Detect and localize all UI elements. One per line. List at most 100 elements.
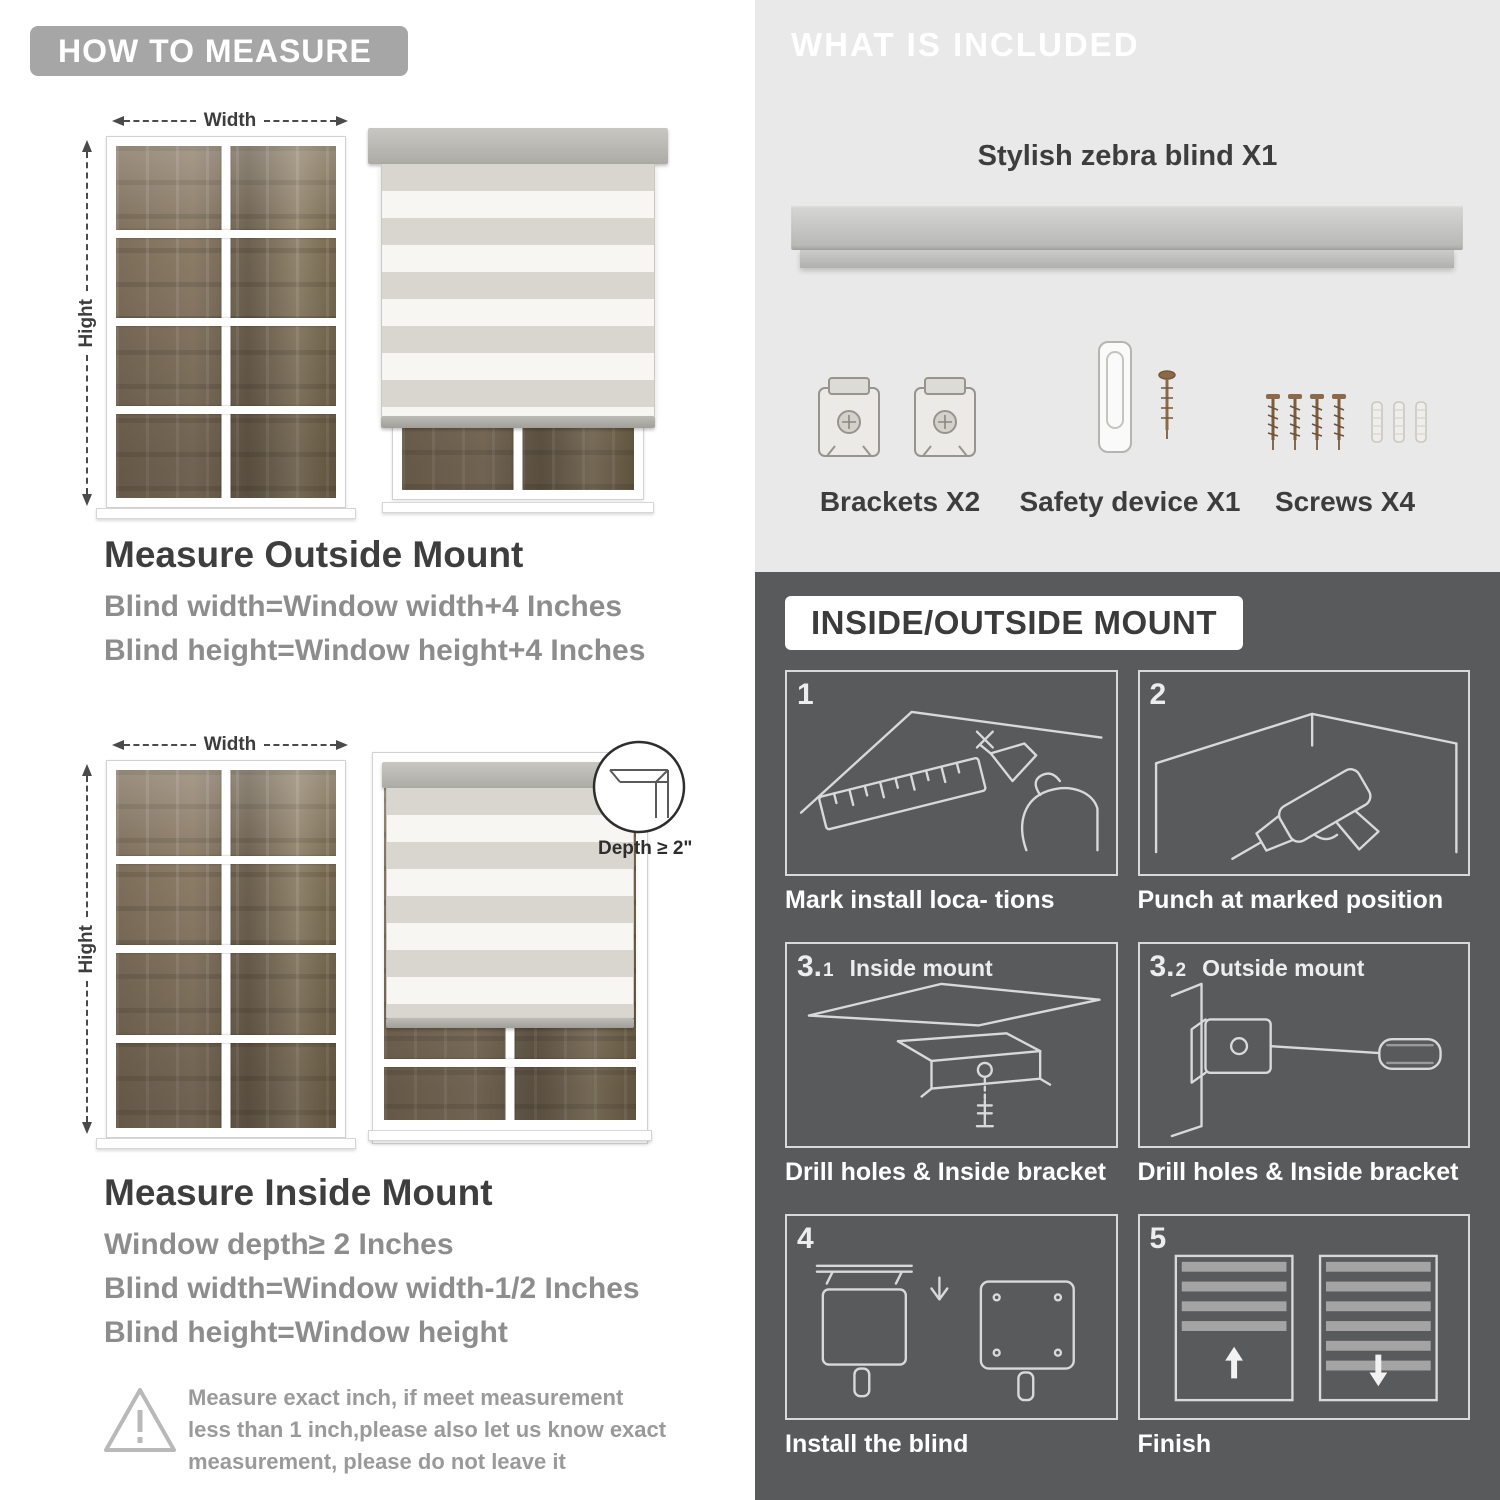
arrow-head-icon <box>82 1122 92 1135</box>
what-is-included-section: WHAT IS INCLUDED Stylish zebra blind X1 <box>755 0 1500 572</box>
screws-icon <box>1264 392 1427 452</box>
step-number: 3. 1 Inside mount <box>797 952 1106 982</box>
step-5: 5 <box>1137 1214 1470 1460</box>
screws-label: Screws X4 <box>1274 486 1416 517</box>
window-illustration <box>106 136 346 508</box>
arrow-head-icon <box>336 116 348 126</box>
window-muntin <box>116 945 336 953</box>
step-caption: Drill holes & Inside bracket <box>1137 1158 1459 1186</box>
inside-outside-mount-header: INSIDE/OUTSIDE MOUNT <box>785 596 1244 650</box>
drill-illustration <box>1154 712 1458 861</box>
step-panel-title: Outside mount <box>1202 955 1365 981</box>
blind-stripes <box>386 788 634 1018</box>
step-caption: Install the blind <box>785 1430 969 1458</box>
arrow-dash <box>264 744 336 746</box>
arrow-dash <box>86 776 88 917</box>
arrow-head-icon <box>82 764 92 776</box>
hight-label: Hight <box>76 298 97 348</box>
window-muntin <box>116 855 336 864</box>
step-3-1: 3. 1 Inside mount <box>785 942 1118 1188</box>
step-number-main: 1 <box>797 678 814 711</box>
arrow-head-icon <box>336 740 348 750</box>
blind-label: Stylish zebra blind X1 <box>977 140 1278 172</box>
step-number: 5 <box>1150 1224 1459 1254</box>
step-panel: 2 <box>1137 670 1470 876</box>
inside-mount-line: Blind width=Window width-1/2 Inches <box>104 1272 640 1305</box>
step-number-main: 2 <box>1149 678 1167 711</box>
step-number: 3. 2 Outside mount <box>1150 952 1459 982</box>
steps-grid: 1 <box>785 670 1470 1460</box>
outside-bracket-illustration <box>1170 982 1442 1138</box>
step-number: 2 <box>1150 680 1459 710</box>
inside-bracket-illustration <box>807 982 1101 1128</box>
window-photo <box>116 146 336 498</box>
step-caption: Drill holes & Inside bracket <box>785 1158 1106 1186</box>
step-2: 2 <box>1137 670 1470 916</box>
mount-instructions-section: INSIDE/OUTSIDE MOUNT 1 <box>755 572 1500 1500</box>
arrow-head-icon <box>112 740 124 750</box>
height-arrow: Hight <box>76 764 97 1135</box>
arrow-dash <box>124 120 196 122</box>
inside-mount-line: Window depth≥ 2 Inches <box>104 1228 454 1261</box>
step-number-main: 5 <box>1149 1222 1167 1255</box>
arrow-head-icon <box>112 116 124 126</box>
outside-mount-line: Blind height=Window height+4 Inches <box>104 634 646 667</box>
what-is-included-header: WHAT IS INCLUDED <box>791 26 1140 63</box>
blind-headrail <box>368 128 668 164</box>
window-muntin <box>116 318 336 326</box>
window-muntin <box>116 1034 336 1043</box>
hight-label: Hight <box>76 924 97 974</box>
window-sill <box>368 1130 652 1141</box>
step-number-sub: 1 <box>823 960 834 981</box>
zebra-blind-inside-illustration <box>368 752 652 1144</box>
how-to-measure-header: HOW TO MEASURE <box>30 26 408 76</box>
step-panel: 3. 2 Outside mount <box>1137 942 1470 1148</box>
arrow-dash <box>86 152 88 291</box>
arrow-dash <box>264 120 336 122</box>
arrow-head-icon <box>82 494 92 507</box>
window-muntin <box>116 230 336 238</box>
inside-mount-title: Measure Inside Mount <box>104 1172 493 1213</box>
finish-illustration <box>1174 1254 1438 1402</box>
depth-detail-circle <box>590 738 688 841</box>
outside-mount-line: Blind width=Window width+4 Inches <box>104 590 623 623</box>
step-panel-title: Inside mount <box>849 955 993 981</box>
blind-bottom-rail <box>381 416 655 428</box>
width-label: Width <box>203 110 257 131</box>
depth-label: Depth ≥ 2" <box>598 838 693 859</box>
width-arrow: Width <box>112 734 348 755</box>
window-photo <box>116 770 336 1128</box>
step-panel: 3. 1 Inside mount <box>785 942 1118 1148</box>
window-muntin <box>384 1059 636 1068</box>
safety-device-label: Safety device X1 <box>1019 486 1241 517</box>
step-number: 4 <box>797 1224 1106 1254</box>
arrow-dash <box>124 744 196 746</box>
zebra-blind-headrail-image <box>791 204 1463 270</box>
step-number-main: 4 <box>797 1222 814 1255</box>
window-muntin <box>116 406 336 414</box>
inside-mount-line: Blind height=Window height <box>104 1316 508 1349</box>
step-3-2: 3. 2 Outside mount <box>1137 942 1470 1188</box>
step-panel: 4 <box>785 1214 1118 1420</box>
mark-locations-illustration <box>799 710 1103 852</box>
blind-stripes <box>381 164 655 416</box>
width-arrow: Width <box>112 110 348 131</box>
step-number-main: 3. <box>797 950 823 983</box>
arrow-dash <box>86 981 88 1123</box>
step-number-main: 3. <box>1149 950 1175 983</box>
width-label: Width <box>203 734 257 755</box>
safety-device-icon <box>1098 341 1176 453</box>
arrow-head-icon <box>82 140 92 152</box>
window-illustration <box>106 760 346 1138</box>
step-caption: Mark install loca- tions <box>785 886 1055 914</box>
warning-text: Measure exact inch, if meet measurement … <box>188 1385 667 1474</box>
height-arrow: Hight <box>76 140 97 507</box>
step-caption: Finish <box>1137 1430 1212 1458</box>
step-number-sub: 2 <box>1175 960 1187 981</box>
install-blind-illustration <box>815 1264 1075 1402</box>
brackets-label: Brackets X2 <box>819 486 981 517</box>
step-1: 1 <box>785 670 1118 916</box>
window-sill <box>96 1138 356 1149</box>
headrail-valance <box>800 250 1454 268</box>
